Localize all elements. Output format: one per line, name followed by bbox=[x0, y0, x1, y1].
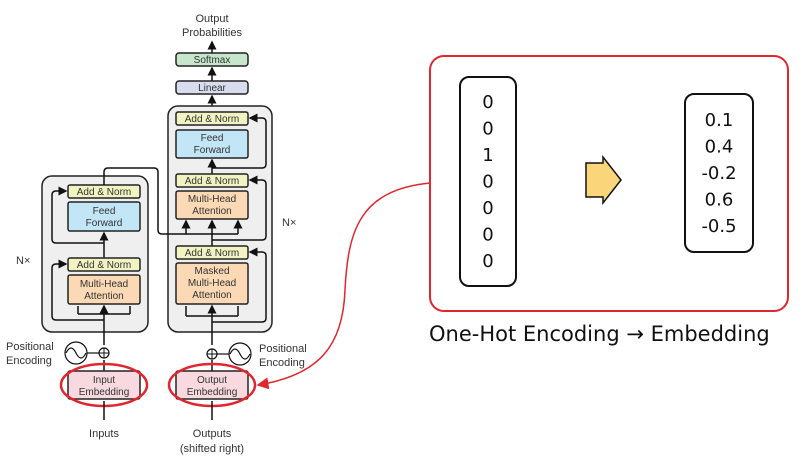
output-embedding-label-1: Output bbox=[197, 375, 227, 386]
decoder-ff-label-2: Forward bbox=[194, 145, 231, 156]
embedding-value: 0.1 bbox=[705, 110, 734, 131]
encoder-add-norm-2 bbox=[67, 257, 141, 272]
output-probabilities-label-1: Output bbox=[195, 13, 228, 25]
output-embedding-block bbox=[175, 370, 249, 400]
one-hot-value: 0 bbox=[482, 198, 493, 219]
embedding-value: 0.4 bbox=[705, 137, 734, 158]
input-embedding-label-2: Embedding bbox=[79, 387, 130, 398]
decoder-pe-label-2: Encoding bbox=[259, 357, 305, 369]
one-hot-value: 0 bbox=[482, 225, 493, 246]
decoder-repeat-label: N× bbox=[282, 217, 296, 229]
embedding-value: -0.2 bbox=[701, 163, 736, 184]
encoder-add-norm-1-label: Add & Norm bbox=[77, 187, 131, 198]
encoder-residual-2 bbox=[51, 259, 104, 321]
decoder-plus bbox=[207, 349, 217, 359]
decoder-residual-3 bbox=[212, 247, 267, 323]
inputs-label: Inputs bbox=[89, 428, 119, 440]
input-embedding-block bbox=[67, 370, 141, 400]
decoder-residual-2 bbox=[212, 175, 267, 241]
decoder-add-norm-1-label: Add & Norm bbox=[185, 114, 239, 125]
decoder-masked-attention bbox=[175, 262, 249, 305]
encoder-plus bbox=[99, 348, 109, 358]
encoder-feed-forward bbox=[67, 201, 141, 232]
one-hot-values: 0 0 1 0 0 0 0 bbox=[482, 92, 493, 272]
encoder-attn-label-2: Attention bbox=[84, 291, 123, 302]
encoder-stack bbox=[41, 175, 149, 333]
decoder-cross-attention bbox=[175, 190, 249, 220]
transform-arrow-icon bbox=[585, 154, 622, 206]
masked-attn-label-3: Attention bbox=[192, 290, 231, 301]
decoder-pe-label-1: Positional bbox=[259, 343, 307, 355]
encoder-decoder-link bbox=[103, 167, 191, 235]
decoder-cross-attn-label-1: Multi-Head bbox=[188, 194, 236, 205]
decoder-ff-label-1: Feed bbox=[201, 133, 224, 144]
softmax-block bbox=[175, 52, 249, 67]
masked-attn-label-1: Masked bbox=[194, 266, 229, 277]
output-embedding-label-2: Embedding bbox=[187, 387, 238, 398]
encoder-residual-1 bbox=[51, 186, 104, 244]
embedding-value: -0.5 bbox=[701, 216, 736, 237]
embedding-values: 0.1 0.4 -0.2 0.6 -0.5 bbox=[701, 110, 736, 237]
masked-attn-label-2: Multi-Head bbox=[188, 278, 236, 289]
linear-block bbox=[175, 80, 249, 95]
outputs-label-1: Outputs bbox=[193, 428, 232, 440]
decoder-sine-wave bbox=[229, 348, 251, 360]
encoder-pe-label-1: Positional bbox=[6, 341, 54, 353]
encoder-attention bbox=[67, 274, 141, 305]
one-hot-vector bbox=[459, 76, 517, 287]
one-hot-value: 0 bbox=[482, 172, 493, 193]
decoder-add-norm-3-label: Add & Norm bbox=[185, 248, 239, 259]
decoder-add-norm-1 bbox=[175, 111, 249, 126]
encoder-add-norm-2-label: Add & Norm bbox=[77, 260, 131, 271]
encoder-ff-label-1: Feed bbox=[93, 206, 116, 217]
encoder-sine-wave bbox=[65, 347, 87, 359]
encoder-pe-label-2: Encoding bbox=[6, 355, 52, 367]
one-hot-value: 0 bbox=[482, 119, 493, 140]
decoder-feed-forward bbox=[175, 129, 249, 159]
encoder-repeat-label: N× bbox=[16, 255, 30, 267]
red-connector-arrow bbox=[256, 182, 431, 390]
embedding-value: 0.6 bbox=[705, 190, 734, 211]
encoder-ff-label-2: Forward bbox=[86, 218, 123, 229]
embedding-vector bbox=[684, 93, 754, 253]
output-probabilities-label-2: Probabilities bbox=[182, 27, 242, 39]
input-embedding-label-1: Input bbox=[93, 375, 115, 386]
embedding-caption: One-Hot Encoding → Embedding bbox=[429, 322, 770, 346]
decoder-cross-attn-label-2: Attention bbox=[192, 206, 231, 217]
decoder-add-norm-2 bbox=[175, 173, 249, 188]
encoder-attn-label-1: Multi-Head bbox=[80, 279, 128, 290]
softmax-label: Softmax bbox=[194, 55, 231, 66]
decoder-add-norm-2-label: Add & Norm bbox=[185, 176, 239, 187]
linear-label: Linear bbox=[198, 83, 226, 94]
one-hot-value: 0 bbox=[482, 92, 493, 113]
decoder-residual-1 bbox=[212, 113, 267, 169]
one-hot-value: 1 bbox=[482, 145, 493, 166]
one-hot-value: 0 bbox=[482, 251, 493, 272]
decoder-add-norm-3 bbox=[175, 245, 249, 260]
outputs-label-2: (shifted right) bbox=[180, 443, 244, 455]
